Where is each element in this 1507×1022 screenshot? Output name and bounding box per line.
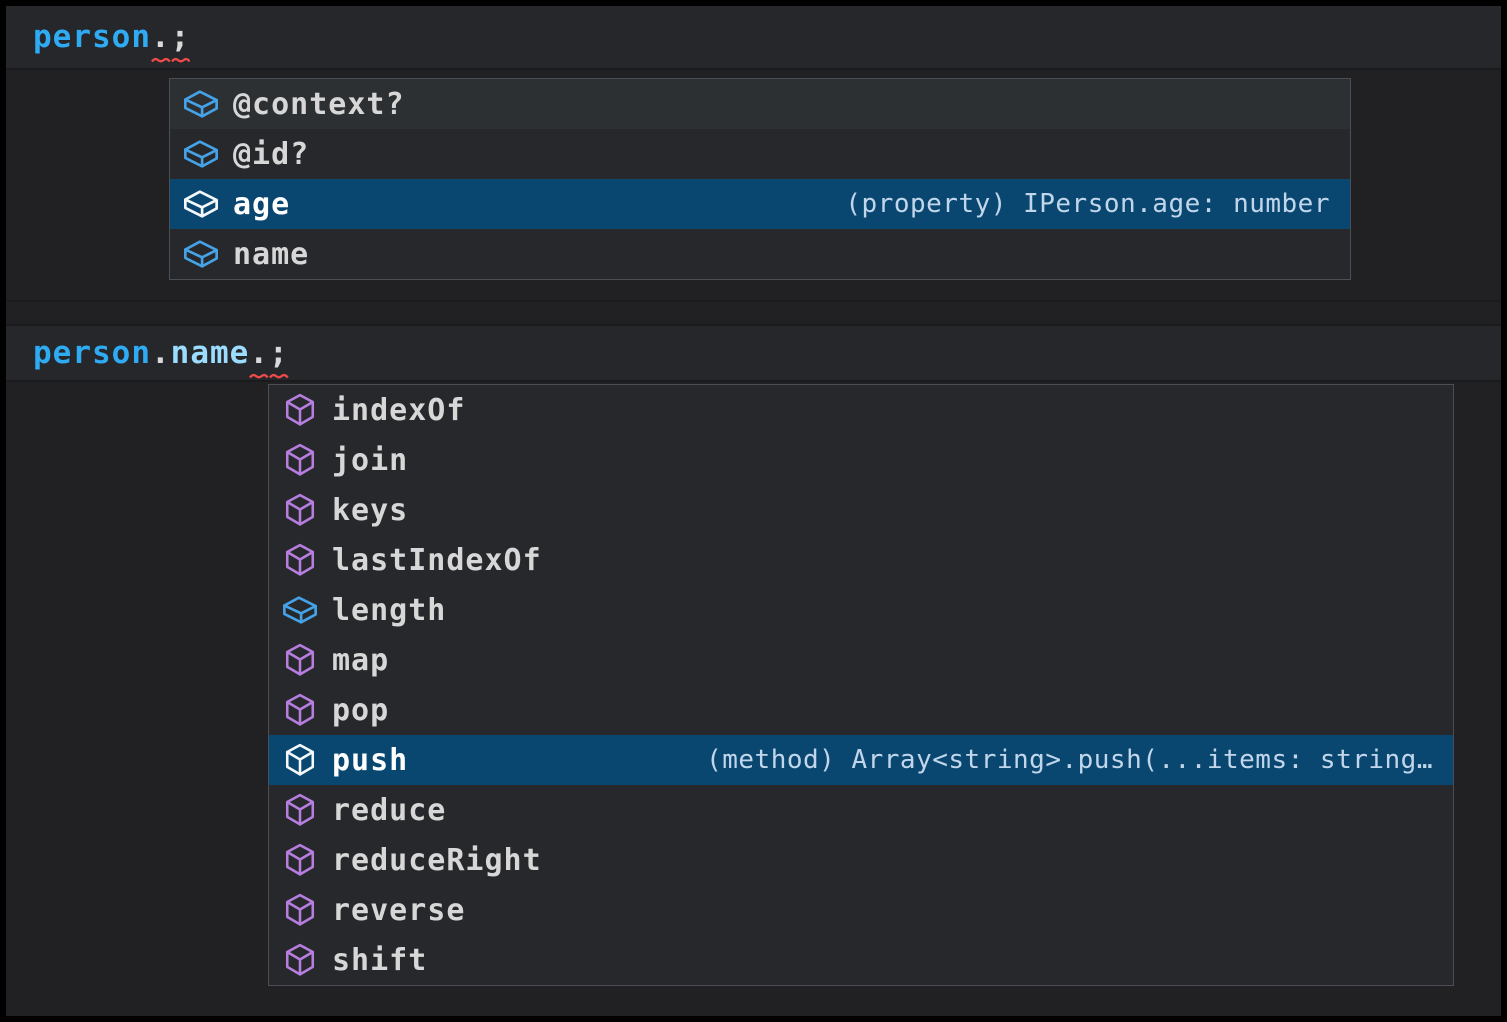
suggestion-label: age <box>233 186 291 222</box>
suggestion-detail: (method) Array<string>.push(...items: st… <box>706 745 1433 775</box>
code-token: ; <box>269 335 289 379</box>
symbol-field-icon <box>184 140 218 168</box>
suggestion-item-id[interactable]: @id? <box>170 129 1350 179</box>
error-squiggle-icon <box>170 57 191 63</box>
suggestion-item-reduceright[interactable]: reduceRight <box>269 835 1453 885</box>
suggestion-item-map[interactable]: map <box>269 635 1453 685</box>
symbol-method-icon <box>285 943 315 976</box>
suggestion-label: keys <box>332 492 409 528</box>
suggestion-item-length[interactable]: length <box>269 585 1453 635</box>
error-squiggle-icon <box>151 57 171 63</box>
suggest-widget-person-name: indexOf join keys lastIndexOf length map pop pu… <box>268 384 1454 986</box>
suggestion-label: length <box>332 592 447 628</box>
code-token: . <box>249 335 269 379</box>
suggestion-label: @id? <box>233 136 310 172</box>
suggestion-label: reduce <box>332 792 447 828</box>
suggestion-item-push[interactable]: push (method) Array<string>.push(...items… <box>269 735 1453 785</box>
suggestion-label: lastIndexOf <box>332 542 542 578</box>
symbol-field-icon <box>184 240 218 268</box>
suggest-widget-person: @context? @id? age (property) IPerson.age: … <box>169 78 1351 280</box>
suggestion-item-lastindexof[interactable]: lastIndexOf <box>269 535 1453 585</box>
suggestion-label: shift <box>332 942 428 978</box>
symbol-field-icon <box>184 90 218 118</box>
suggestion-item-name[interactable]: name <box>170 229 1350 279</box>
code-token: ; <box>171 19 191 63</box>
suggestion-label: @context? <box>233 86 405 122</box>
suggestion-label: name <box>233 236 310 272</box>
suggestion-label: map <box>332 642 390 678</box>
suggestion-item-keys[interactable]: keys <box>269 485 1453 535</box>
symbol-method-icon <box>285 693 315 726</box>
code-token: person <box>33 335 151 371</box>
suggestion-item-age[interactable]: age (property) IPerson.age: number <box>170 179 1350 229</box>
code-token: person <box>33 19 151 55</box>
suggestion-item-indexof[interactable]: indexOf <box>269 385 1453 435</box>
code-token: . <box>151 19 171 63</box>
code-text-2[interactable]: person.name.; <box>33 335 289 379</box>
symbol-field-icon <box>184 190 218 218</box>
symbol-field-icon <box>283 596 317 624</box>
suggestion-item-reverse[interactable]: reverse <box>269 885 1453 935</box>
suggestion-label: join <box>332 442 409 478</box>
code-line-2: person.name.; <box>6 324 1501 382</box>
symbol-method-icon <box>285 643 315 676</box>
suggestion-item-shift[interactable]: shift <box>269 935 1453 985</box>
suggestion-label: push <box>332 742 409 778</box>
symbol-method-icon <box>285 393 315 426</box>
code-text-1[interactable]: person.; <box>33 19 191 63</box>
suggestion-item-join[interactable]: join <box>269 435 1453 485</box>
symbol-method-icon <box>285 843 315 876</box>
suggestion-detail: (property) IPerson.age: number <box>845 189 1330 219</box>
symbol-method-icon <box>285 793 315 826</box>
suggestion-label: indexOf <box>332 392 466 428</box>
suggestion-label: reduceRight <box>332 842 542 878</box>
suggestion-item-pop[interactable]: pop <box>269 685 1453 735</box>
error-squiggle-icon <box>269 373 289 379</box>
section-divider <box>6 300 1501 302</box>
code-line-1: person.; <box>6 6 1501 70</box>
symbol-method-icon <box>285 893 315 926</box>
symbol-method-icon <box>285 493 315 526</box>
suggestion-item-context[interactable]: @context? <box>170 79 1350 129</box>
symbol-method-icon <box>285 443 315 476</box>
code-token: . <box>150 335 171 371</box>
symbol-method-icon <box>285 743 315 776</box>
error-squiggle-icon <box>249 373 269 379</box>
code-token: name <box>170 335 250 371</box>
suggestion-item-reduce[interactable]: reduce <box>269 785 1453 835</box>
symbol-method-icon <box>285 543 315 576</box>
suggestion-label: reverse <box>332 892 466 928</box>
suggestion-label: pop <box>332 692 390 728</box>
